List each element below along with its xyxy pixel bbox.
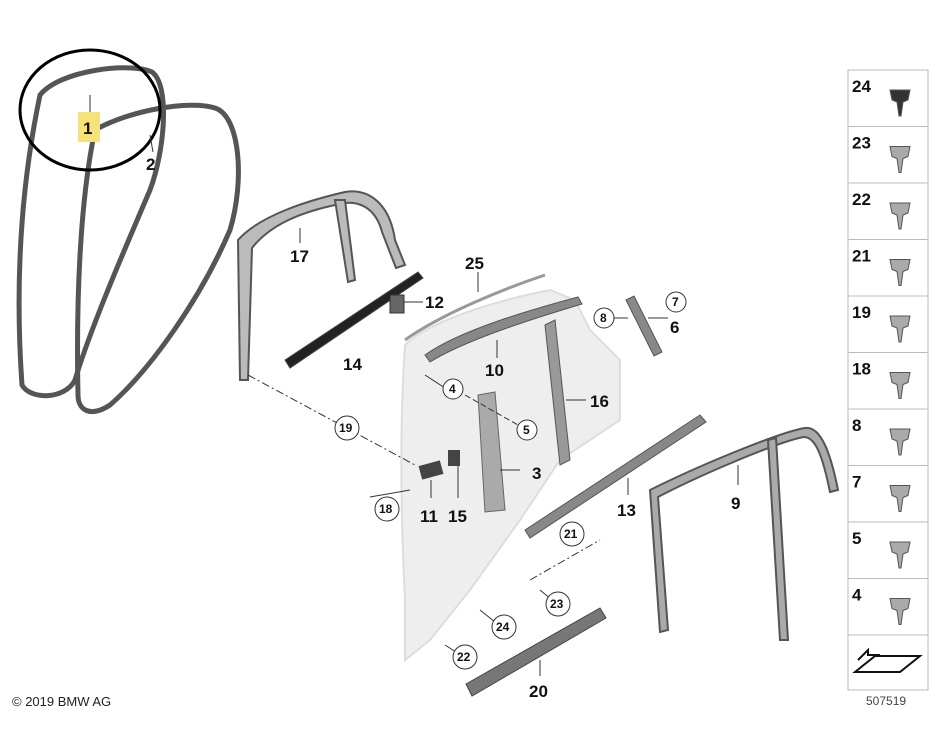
- window-channel-9[interactable]: [648, 426, 840, 641]
- callout-5[interactable]: 5: [523, 423, 530, 437]
- callout-18[interactable]: 18: [379, 502, 393, 516]
- callout-16[interactable]: 16: [590, 392, 609, 411]
- callout-9[interactable]: 9: [731, 494, 740, 513]
- legend-part-4-icon[interactable]: [889, 598, 911, 625]
- clip-15[interactable]: [448, 450, 460, 466]
- highlight-ellipse: [18, 48, 162, 172]
- callout-22-circle: [452, 644, 478, 670]
- callout-21[interactable]: 21: [564, 527, 578, 541]
- legend-number-24: 24: [852, 77, 871, 96]
- callout-1-highlight: [78, 112, 100, 142]
- callout-17[interactable]: 17: [290, 247, 309, 266]
- legend-part-22-icon[interactable]: [889, 202, 911, 230]
- callout-7-circle: [665, 291, 687, 313]
- legend-part-23-icon[interactable]: [889, 146, 911, 173]
- view-direction-icon: [852, 655, 923, 673]
- door-seal-2[interactable]: [75, 102, 241, 414]
- callout-25[interactable]: 25: [465, 254, 484, 273]
- callout-23-circle: [545, 591, 571, 617]
- callout-14[interactable]: 14: [343, 355, 362, 374]
- bracket-12[interactable]: [389, 294, 405, 314]
- callout-11[interactable]: 11: [420, 507, 438, 526]
- callout-3[interactable]: 3: [532, 464, 541, 483]
- roof-seal-25[interactable]: [404, 273, 546, 342]
- callout-22[interactable]: 22: [457, 650, 471, 664]
- callout-24[interactable]: 24: [496, 620, 510, 634]
- legend-number-18: 18: [852, 360, 871, 379]
- pillar-cover-3[interactable]: [477, 391, 506, 513]
- legend-part-21-icon[interactable]: [889, 259, 911, 286]
- legend-number-5: 5: [852, 529, 861, 548]
- trim-6[interactable]: [625, 295, 663, 357]
- callout-18-circle: [374, 496, 400, 522]
- legend-part-7-icon[interactable]: [889, 485, 911, 512]
- trim-strip-14[interactable]: [284, 271, 424, 369]
- callout-12[interactable]: 12: [425, 293, 444, 312]
- belt-line-strip-13[interactable]: [524, 414, 707, 539]
- legend-part-18-icon[interactable]: [889, 372, 911, 399]
- callout-1[interactable]: 1: [83, 119, 92, 138]
- callout-21-circle: [559, 521, 585, 547]
- callout-13[interactable]: 13: [617, 501, 636, 520]
- legend-number-7: 7: [852, 473, 861, 492]
- legend-part-19-icon[interactable]: [889, 315, 911, 343]
- frame-strip-10[interactable]: [424, 296, 583, 363]
- copyright-text: © 2019 BMW AG: [12, 694, 112, 709]
- sill-trim-20[interactable]: [465, 607, 607, 697]
- callout-24-circle: [491, 614, 517, 640]
- legend-number-22: 22: [852, 190, 871, 209]
- callout-23[interactable]: 23: [550, 597, 564, 611]
- legend-number-19: 19: [852, 303, 871, 322]
- window-frame-17[interactable]: [236, 190, 407, 381]
- callout-7[interactable]: 7: [672, 295, 679, 309]
- callout-4-circle: [442, 378, 464, 400]
- callout-20[interactable]: 20: [529, 682, 548, 701]
- callout-19-circle: [334, 415, 360, 441]
- callout-8[interactable]: 8: [600, 311, 607, 325]
- callout-2[interactable]: 2: [146, 155, 155, 174]
- diagram-number: 507519: [866, 694, 907, 708]
- callout-15[interactable]: 15: [448, 507, 467, 526]
- pillar-trim-16[interactable]: [544, 319, 571, 466]
- callout-10[interactable]: 10: [485, 361, 504, 380]
- legend-part-24-icon[interactable]: [889, 89, 911, 117]
- callout-6[interactable]: 6: [670, 318, 679, 337]
- callout-4[interactable]: 4: [449, 382, 456, 396]
- legend-number-8: 8: [852, 416, 861, 435]
- clip-11[interactable]: [418, 460, 444, 480]
- legend-part-5-icon[interactable]: [889, 541, 911, 569]
- parts-legend: 24 23 22 21 19 18 8 7 5 4: [847, 69, 929, 691]
- legend-number-4: 4: [852, 586, 862, 605]
- legend-number-23: 23: [852, 134, 871, 153]
- callout-19[interactable]: 19: [339, 421, 353, 435]
- callout-5-circle: [516, 419, 538, 441]
- door-seal-1[interactable]: [16, 65, 166, 399]
- legend-number-21: 21: [852, 247, 871, 266]
- legend-part-8-icon[interactable]: [889, 428, 911, 456]
